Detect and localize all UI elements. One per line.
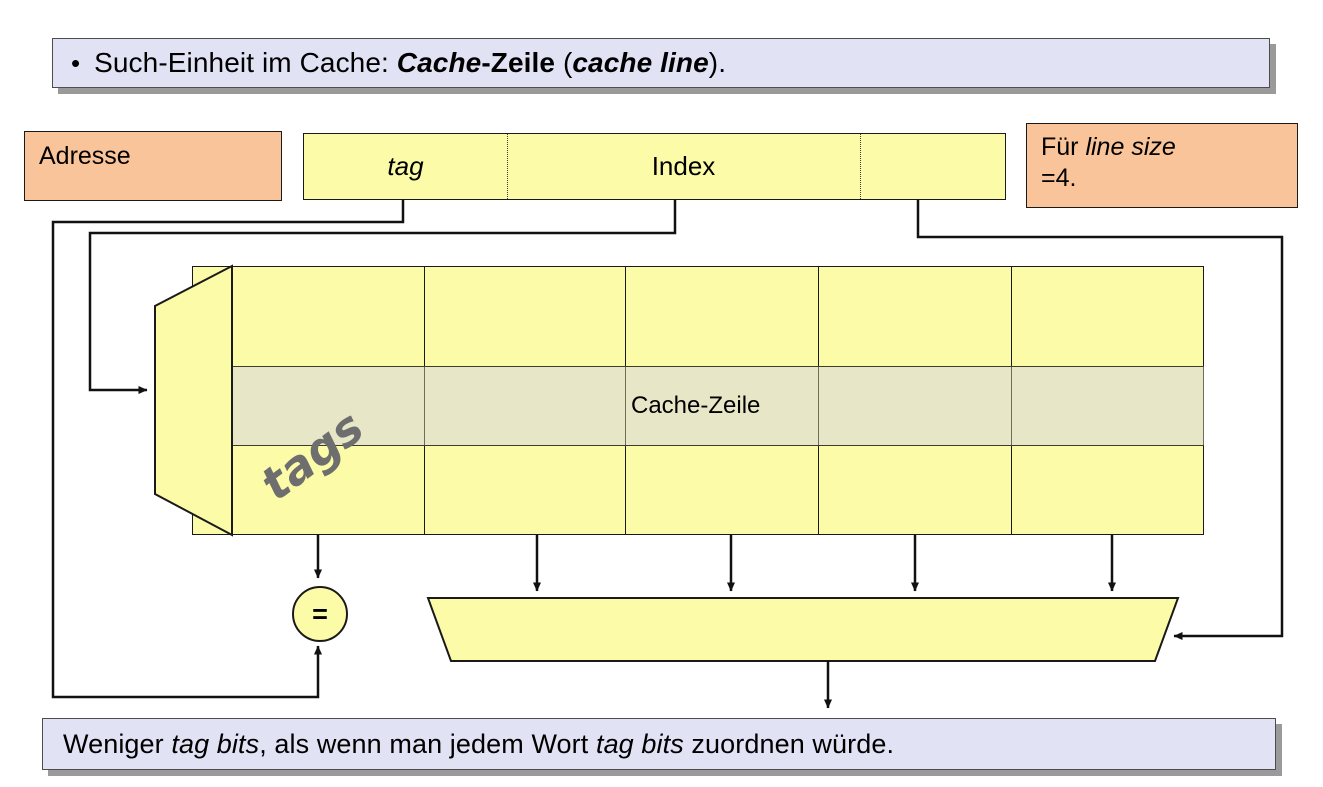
bullet-icon: • <box>71 48 81 78</box>
cache-cell-r1c1 <box>424 366 626 446</box>
banner-text-cacheline: cache line <box>572 47 709 78</box>
footer-part2: tag bits <box>171 728 260 759</box>
index-decoder-shape <box>154 264 233 537</box>
cache-cell-r0c4 <box>1011 266 1204 367</box>
cache-cell-r2c1 <box>424 445 626 535</box>
banner-text: Such-Einheit im Cache: Cache-Zeile (cach… <box>94 47 726 79</box>
wire-index-to-decoder <box>88 200 677 394</box>
cache-cell-r0c3 <box>818 266 1012 367</box>
footer-part4: tag bits <box>595 728 684 759</box>
address-divider-tag-index <box>507 134 508 199</box>
banner-text-paren-close: ). <box>708 47 727 78</box>
footer-part3: , als wenn man jedem Wort <box>259 728 596 759</box>
address-box-label: Adresse <box>39 142 131 170</box>
cache-cell-r0c2 <box>625 266 819 367</box>
cache-line-label: Cache-Zeile <box>631 392 761 419</box>
cache-cell-r0c1 <box>424 266 626 367</box>
note-line2: =4. <box>1041 164 1077 193</box>
cache-cell-r2c4 <box>1011 445 1204 535</box>
footer-part5: zuordnen würde. <box>683 728 895 759</box>
banner-text-cache: Cache <box>396 47 482 78</box>
address-box: Adresse <box>24 131 282 201</box>
banner-text-paren-open: ( <box>555 47 573 78</box>
word-multiplexer-shape <box>426 597 1180 662</box>
address-field-tag: tag <box>387 151 424 181</box>
banner-text-part1: Such-Einheit im Cache: <box>94 47 397 78</box>
address-field-index: Index <box>651 151 716 181</box>
line-size-note: Für line size =4. <box>1026 123 1298 208</box>
footer-part1: Weniger <box>63 728 172 759</box>
banner-text-zeile: -Zeile <box>481 47 556 78</box>
address-divider-index-offset <box>860 134 861 199</box>
wire-tag-to-comparator <box>51 200 405 699</box>
note-line1-prefix: Für <box>1041 133 1086 161</box>
address-field-bar: tag Index <box>303 133 1006 200</box>
footer-text: Weniger tag bits, als wenn man jedem Wor… <box>63 729 894 760</box>
title-banner: • Such-Einheit im Cache: Cache-Zeile (ca… <box>52 38 1270 88</box>
note-line1-italic: line size <box>1085 133 1176 161</box>
cache-cell-r2c2 <box>625 445 819 535</box>
line-size-note-text: Für line size =4. <box>1027 124 1176 195</box>
cache-cell-r2c3 <box>818 445 1012 535</box>
footer-banner: Weniger tag bits, als wenn man jedem Wor… <box>42 718 1276 770</box>
cache-cell-r1c4 <box>1011 366 1204 446</box>
comparator: = <box>292 586 348 642</box>
wire-offset-to-mux <box>916 200 1284 640</box>
cache-cell-r1c2 <box>625 366 819 446</box>
